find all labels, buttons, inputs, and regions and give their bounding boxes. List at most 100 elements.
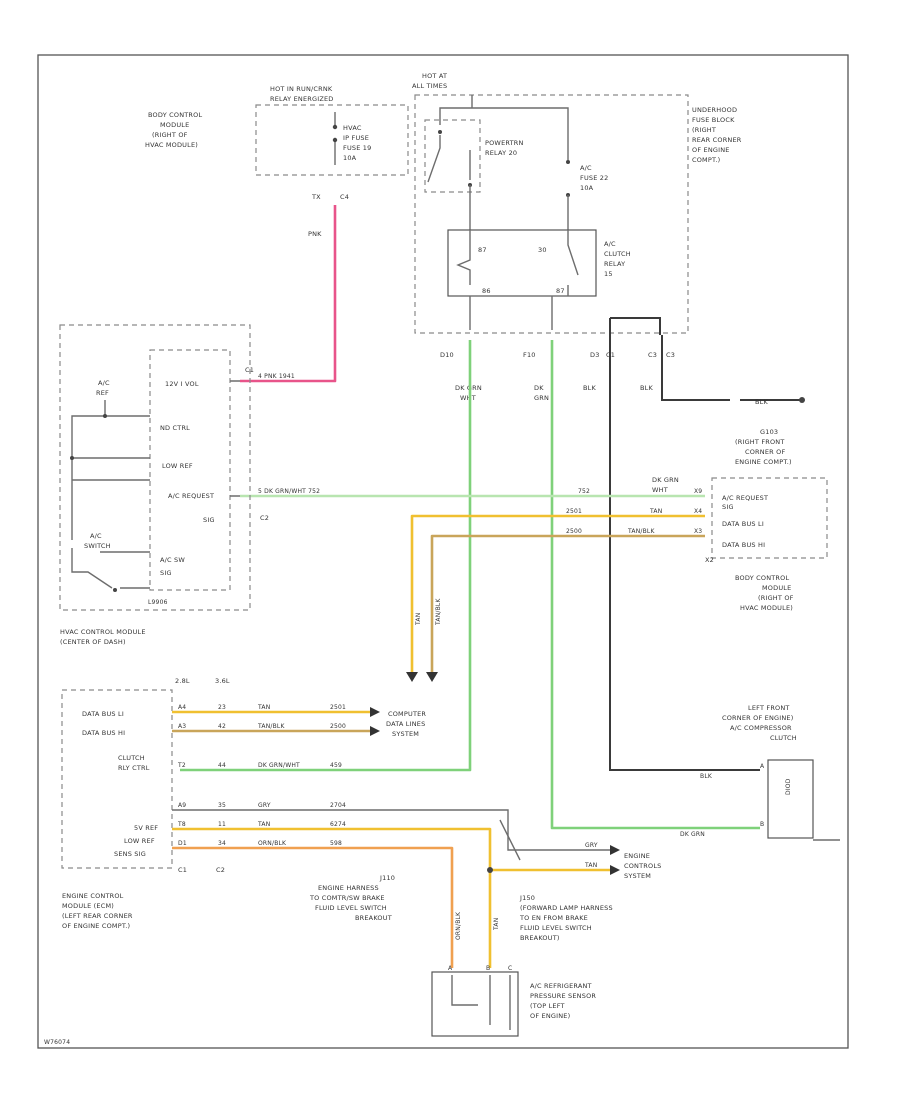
bcm-right-name-3: HVAC MODULE): [740, 604, 793, 612]
tan-vertical: TAN: [415, 613, 422, 626]
ecm-row-3-id: 2704: [330, 802, 346, 809]
pin-d10: D10: [440, 351, 454, 359]
compressor-name-0: LEFT FRONT: [748, 704, 790, 712]
ecm-row-4-id: 6274: [330, 821, 346, 828]
w752-label: 752: [578, 488, 590, 495]
ac-clutch-relay-box: [447, 229, 597, 297]
ecm-inner-2: CLUTCH: [118, 754, 145, 762]
ecm-pin-28l: 2.8L: [175, 677, 190, 685]
ecm-inner-5: LOW REF: [124, 837, 155, 845]
ac-fuse-dot-1: [566, 160, 570, 164]
relay-out-lines: [469, 296, 553, 330]
compressor-name-3: CLUTCH: [770, 734, 797, 742]
fuse19-dot-bot: [332, 137, 338, 143]
ecm-row-0-p1: A4: [178, 704, 186, 711]
dkgrn-wire-compressor: [550, 340, 760, 830]
ecm-name-2: (LEFT REAR CORNER: [62, 912, 133, 920]
computer-data-2: SYSTEM: [392, 730, 419, 738]
computer-data-0: COMPUTER: [388, 710, 426, 718]
underhood-fuse-block-box: [414, 94, 689, 334]
diagram-frame: [37, 54, 849, 1049]
ecm-row-2-p1: T2: [177, 762, 186, 769]
bcm-right-name-0: BODY CONTROL: [735, 574, 789, 582]
ac-fuse-line: [469, 185, 569, 230]
hvac-pin-c2: C2: [260, 514, 269, 522]
j110-name-2: TO COMTR/SW BRAKE: [309, 894, 385, 902]
j150-name-1: (FORWARD LAMP HARNESS: [520, 904, 613, 912]
ecm-row-3-p1: A9: [178, 802, 186, 809]
fuse19-text-0: HVAC: [343, 124, 362, 132]
sensor-pin-b: B: [486, 965, 490, 972]
ecm-inner-4: 5V REF: [134, 824, 158, 832]
j150-name-4: BREAKOUT): [520, 934, 560, 942]
sensor-tan-vertical: TAN: [493, 918, 500, 931]
ufb-text-2: (RIGHT: [692, 126, 716, 134]
compressor-dkgrn: DK GRN: [680, 831, 705, 838]
tanblk-data-bus-wire: [430, 534, 705, 672]
j150-name-3: FLUID LEVEL SWITCH: [520, 924, 592, 932]
powertrain-relay-switch: [427, 135, 471, 183]
bcm-top-box: [255, 104, 409, 176]
engine-controls-1: CONTROLS: [624, 862, 661, 870]
ac-clutch-relay-text-3: 15: [604, 270, 613, 278]
fuse19-text-3: 10A: [343, 154, 357, 162]
ecm-row-5-p1: D1: [178, 840, 187, 847]
tan-arrow-down: [406, 672, 418, 682]
j150-splice: [499, 819, 521, 861]
computer-data-1: DATA LINES: [386, 720, 425, 728]
tanblk-label: TAN/BLK: [627, 528, 655, 535]
ecm-row-3-c: GRY: [258, 802, 271, 809]
pin-f10: F10: [523, 351, 536, 359]
ecm-row-2-c: DK GRN/WHT: [258, 762, 300, 769]
ac-req-wire-label: 5 DK GRN/WHT 752: [258, 488, 320, 495]
bcm-pin-x2: X2: [705, 556, 714, 564]
bcm-right-name-1: MODULE: [762, 584, 791, 592]
pnk-wire-label: 4 PNK 1941: [258, 373, 295, 380]
sensor-name-2: (TOP LEFT: [530, 1002, 565, 1010]
sensor-name-1: PRESSURE SENSOR: [530, 992, 596, 1000]
hvac-inner-3: A/C REQUEST: [168, 492, 214, 500]
ecm-inner-1: DATA BUS HI: [82, 729, 125, 737]
w2501-label: 2501: [566, 508, 582, 515]
bcm-right-inner-2: DATA BUS LI: [722, 520, 764, 528]
hvac-pin-c1: C1: [245, 366, 254, 374]
computer-data-arrow-1: [370, 707, 380, 717]
ecm-pin-c1: C1: [178, 866, 187, 874]
blk-wire-c3: [610, 317, 730, 401]
bcm-top-text-1: MODULE: [160, 121, 189, 129]
sensor-pin-a: A: [448, 965, 453, 972]
ecm-name-0: ENGINE CONTROL: [62, 892, 124, 900]
pnk-label: PNK: [308, 230, 322, 238]
pt-relay-text-1: RELAY 20: [485, 149, 517, 157]
compressor-pin-b: B: [760, 821, 764, 828]
hvac-inner-4: SIG: [203, 516, 215, 524]
engine-controls-arrow-1: [610, 845, 620, 855]
sensor-box: [431, 971, 519, 1037]
hvac-inner-6: SIG: [160, 569, 172, 577]
footer-code: W76074: [44, 1039, 70, 1046]
hvac-inner-box: [149, 349, 231, 591]
blk-wire-c1: [609, 318, 760, 771]
ecm-row-2-p2: 44: [218, 762, 226, 769]
ecm-inner-0: DATA BUS LI: [82, 710, 124, 718]
ecm-row-1-c: TAN/BLK: [257, 723, 285, 730]
bcm-pin-x3: X3: [694, 528, 702, 535]
hvac-dot-2: [70, 456, 74, 460]
pnk-wire: [240, 205, 337, 383]
dkgrn-wht-label-0: DK GRN: [455, 384, 482, 392]
blk-ground-label: BLK: [755, 398, 768, 406]
ecm-row-5-c: ORN/BLK: [258, 840, 287, 847]
ecm-row-5-id: 598: [330, 840, 342, 847]
ecm-row-0-p2: 23: [218, 704, 226, 711]
compressor-blk: BLK: [700, 773, 713, 780]
bcm-top-text-2: (RIGHT OF: [152, 131, 188, 139]
ecm-row-5-p2: 34: [218, 840, 226, 847]
ac-clutch-relay-text-1: CLUTCH: [604, 250, 631, 258]
hvac-name-0: HVAC CONTROL MODULE: [60, 628, 146, 636]
ecm-row-1-id: 2500: [330, 723, 346, 730]
hvac-switch-0: A/C: [90, 532, 102, 540]
bcm-right-name-2: (RIGHT OF: [758, 594, 794, 602]
ufb-text-1: FUSE BLOCK: [692, 116, 735, 124]
pt-relay-text-0: POWERTRN: [485, 139, 524, 147]
